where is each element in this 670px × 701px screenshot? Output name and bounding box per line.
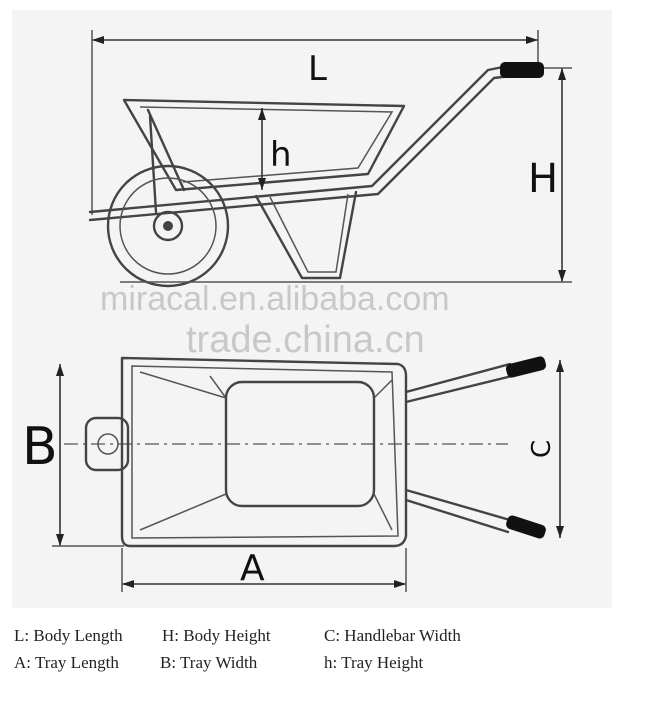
handle-grip-bottom-icon	[506, 515, 546, 539]
dimension-A	[121, 548, 407, 592]
legend-body-height: H: Body Height	[162, 626, 271, 645]
label-C: C	[527, 440, 557, 458]
dimension-C	[556, 360, 564, 538]
legend-tray-width: B: Tray Width	[160, 653, 258, 672]
handle-grip-top-icon	[505, 356, 547, 378]
tray-top-outline	[120, 356, 408, 548]
dimension-B	[52, 364, 124, 547]
label-h: h	[270, 135, 292, 175]
tray-bottom	[224, 380, 376, 508]
frame-side	[88, 62, 544, 280]
handle-grip-icon	[500, 62, 544, 78]
front-hitch	[84, 416, 130, 472]
dimension-H	[120, 67, 572, 283]
legend-tray-height: h: Tray Height	[324, 653, 424, 672]
legend-handlebar-width: C: Handlebar Width	[324, 626, 461, 645]
legend-body-length: L: Body Length	[14, 626, 123, 645]
dimension-L	[91, 30, 539, 215]
label-A: A	[240, 548, 265, 589]
top-view: B C A	[22, 356, 564, 592]
label-B: B	[22, 417, 58, 477]
label-H: H	[528, 156, 558, 202]
watermark-bottom: trade.china.cn	[186, 319, 425, 361]
wheel-side	[106, 164, 230, 288]
watermark-top: miracal.en.alibaba.com	[100, 280, 450, 318]
tray-side	[122, 98, 406, 192]
side-view: L h	[88, 30, 572, 288]
legend-tray-length: A: Tray Length	[14, 653, 119, 672]
label-L: L	[308, 49, 327, 89]
dimension-h	[258, 108, 266, 190]
